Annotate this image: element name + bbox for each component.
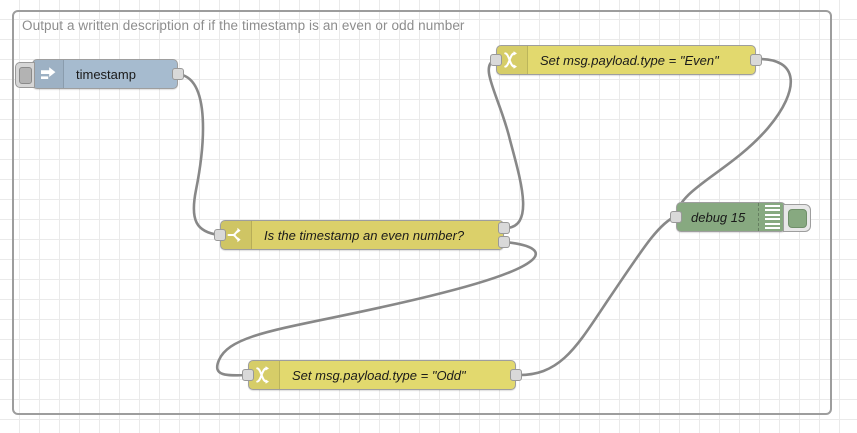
node-debug-label: debug 15 [691,209,746,225]
change-even-output-port[interactable] [750,54,762,66]
debug-enable-toggle-knob [787,208,807,228]
node-change-set-even[interactable]: Set msg.payload.type = "Even" [490,45,762,75]
switch-branch-icon [221,221,252,249]
node-inject-label: timestamp [76,66,136,82]
inject-trigger-button[interactable] [15,62,35,88]
debug-enable-toggle-button[interactable] [783,204,811,232]
change-odd-output-port[interactable] [510,369,522,381]
flow-group-frame[interactable] [12,10,832,415]
debug-input-port[interactable] [670,211,682,223]
node-switch-label: Is the timestamp an even number? [264,227,465,243]
debug-lines-icon [758,203,785,231]
inject-arrow-icon [33,60,64,88]
change-even-input-port[interactable] [490,54,502,66]
switch-input-port[interactable] [214,229,226,241]
inject-output-port-0[interactable] [172,68,184,80]
node-debug-15[interactable]: debug 15 [670,202,811,232]
node-switch-even-check[interactable]: Is the timestamp an even number? [214,220,510,250]
switch-output-port-0[interactable] [498,222,510,234]
change-swap-icon [249,361,280,389]
node-inject-timestamp[interactable]: timestamp [15,59,184,89]
node-change-odd-label: Set msg.payload.type = "Odd" [292,367,466,383]
change-swap-icon [497,46,528,74]
switch-output-port-1[interactable] [498,236,510,248]
node-change-even-label: Set msg.payload.type = "Even" [540,52,719,68]
flow-group-label: Output a written description of if the t… [22,18,465,33]
change-odd-input-port[interactable] [242,369,254,381]
node-change-set-odd[interactable]: Set msg.payload.type = "Odd" [242,360,522,390]
inject-trigger-knob [18,66,32,84]
